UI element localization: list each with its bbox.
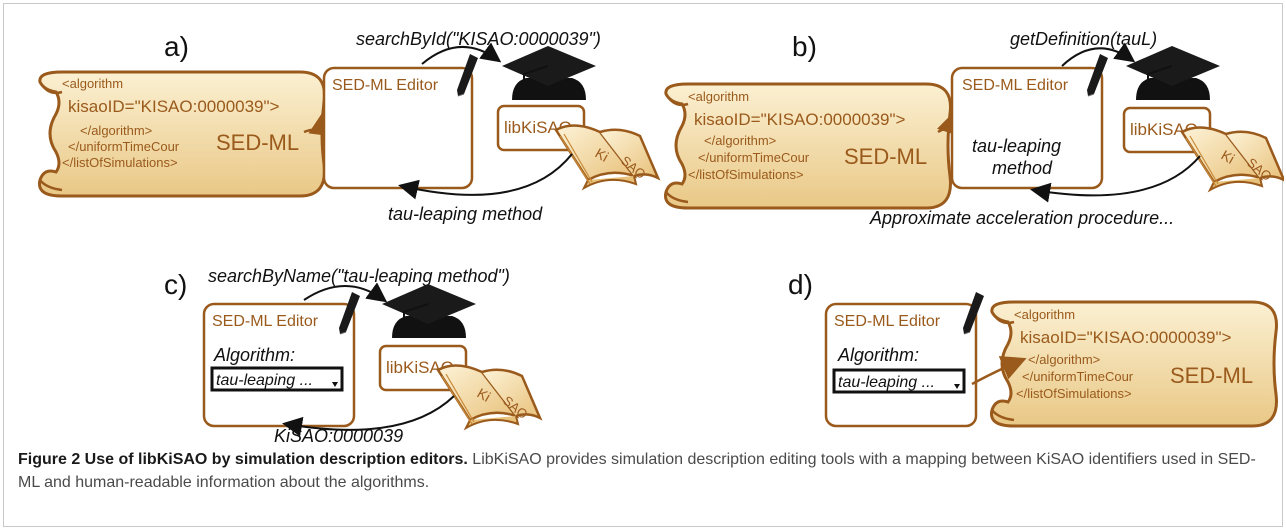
panel-d-algorithm-label: Algorithm:	[837, 345, 919, 365]
panel-b-cap-icon	[1125, 45, 1221, 101]
panel-b-editor	[950, 66, 1104, 190]
panel-b-scroll-line-1: <algorithm	[688, 89, 749, 104]
panel-a-cap-icon	[501, 45, 597, 101]
panel-b-scroll-line-2: kisaoID="KISAO:0000039">	[694, 110, 906, 129]
panel-b-arrow-call	[1061, 42, 1136, 67]
panel-a-scroll-title: SED-ML	[216, 130, 299, 155]
panel-d-algorithm-select[interactable]	[832, 368, 966, 394]
panel-b-editor-text-2: method	[992, 158, 1053, 178]
figure-diagram: a) searchById("KISAO:0000039") <algorith…	[37, 29, 1286, 446]
panel-d-scroll-line-1: <algorithm	[1014, 307, 1075, 322]
panel-a-editor-title: SED-ML Editor	[332, 77, 439, 94]
panel-a-scroll-line-1: <algorithm	[62, 76, 123, 91]
panel-c-result: KiSAO:0000039	[274, 426, 403, 444]
panel-a-arrow-call	[421, 42, 502, 65]
panel-d-scroll-title: SED-ML	[1170, 363, 1253, 388]
panel-a-call: searchById("KISAO:0000039")	[356, 29, 601, 49]
panel-b-letter: b)	[792, 31, 817, 62]
figure-frame: a) searchById("KISAO:0000039") <algorith…	[3, 3, 1286, 527]
panel-d-scroll-line-2: kisaoID="KISAO:0000039">	[1020, 328, 1232, 347]
panel-a-scroll-line-5: </listOfSimulations>	[62, 155, 178, 170]
panel-d-select-value: tau-leaping ...	[838, 374, 935, 391]
panel-d-select-caret-icon	[954, 384, 960, 389]
panel-c-cap-icon	[381, 283, 477, 339]
panel-a-letter: a)	[164, 31, 189, 62]
panel-c-algorithm-label: Algorithm:	[213, 345, 295, 365]
panel-b-scroll-line-5: </listOfSimulations>	[688, 167, 804, 182]
panel-d-scroll-line-3: </algorithm>	[1028, 352, 1100, 367]
panel-c-arrow-call	[303, 282, 388, 303]
panel-a-scroll-line-2: kisaoID="KISAO:0000039">	[68, 97, 280, 116]
panel-b-scroll-line-3: </algorithm>	[704, 133, 776, 148]
figure-caption: Figure 2 Use of libKiSAO by simulation d…	[18, 448, 1273, 494]
panel-c-letter: c)	[164, 269, 187, 300]
panel-c-editor	[202, 302, 356, 428]
panel-d-scroll-line-4: </uniformTimeCour	[1022, 369, 1134, 384]
panel-a-editor	[322, 66, 474, 190]
panel-d-editor	[824, 302, 978, 428]
panel-b-scroll-title: SED-ML	[844, 144, 927, 169]
panel-b-arrow-result	[1030, 155, 1201, 203]
panel-c-select-caret-icon	[332, 382, 338, 387]
panel-d-letter: d)	[788, 269, 813, 300]
panel-a-scroll-line-4: </uniformTimeCour	[68, 139, 180, 154]
panel-a-lib-label: libKiSAO	[504, 118, 572, 137]
panel-c-arrow-result	[282, 395, 455, 437]
panel-a-arrow-result	[398, 153, 573, 200]
panel-b-editor-text-1: tau-leaping	[972, 136, 1061, 156]
panel-c-editor-title: SED-ML Editor	[212, 313, 319, 330]
panel-b-editor-title: SED-ML Editor	[962, 77, 1069, 94]
panel-b-scroll-line-4: </uniformTimeCour	[698, 150, 810, 165]
panel-c-lib-label: libKiSAO	[386, 358, 454, 377]
panel-b-result: Approximate acceleration procedure...	[869, 208, 1174, 228]
caption-title: Figure 2 Use of libKiSAO by simulation d…	[18, 451, 468, 468]
panel-a-result: tau-leaping method	[388, 204, 543, 224]
panel-c-call: searchByName("tau-leaping method")	[208, 266, 510, 286]
panel-b-lib-label: libKiSAO	[1130, 120, 1198, 139]
panel-a-scroll-line-3: </algorithm>	[80, 123, 152, 138]
panel-c-algorithm-select[interactable]	[210, 366, 344, 392]
panel-d-scroll-line-5: </listOfSimulations>	[1016, 386, 1132, 401]
panel-b-call: getDefinition(tauL)	[1010, 29, 1157, 49]
caption-text: LibKiSAO provides simulation description…	[18, 451, 1256, 491]
panel-d-arrow-editor-to-scroll	[971, 356, 1027, 386]
panel-c-select-value: tau-leaping ...	[216, 372, 313, 389]
panel-d-editor-title: SED-ML Editor	[834, 313, 941, 330]
